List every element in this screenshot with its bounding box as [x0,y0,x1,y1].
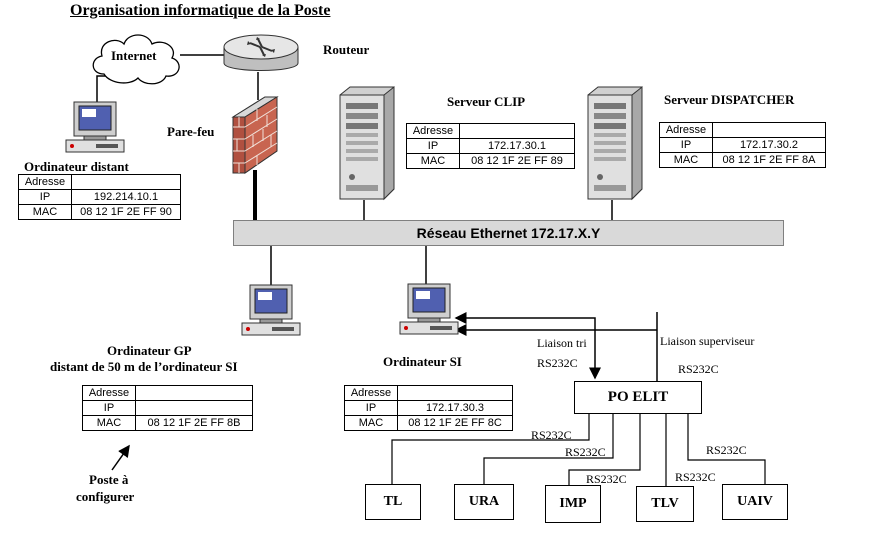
mac-value: 08 12 1F 2E FF 8A [712,152,826,168]
address-header: Adresse [18,174,72,190]
ip-key: IP [18,189,72,205]
rs232c-label: RS232C [675,470,716,484]
mac-key: MAC [18,204,72,220]
computer-icon [241,284,301,336]
ip-key: IP [406,138,460,154]
configure-note-2: configurer [76,489,135,504]
mac-key: MAC [406,153,460,169]
mac-value: 08 12 1F 2E FF 8B [135,415,253,431]
po-elit-box: PO ELIT [574,381,702,414]
mac-key: MAC [344,415,398,431]
si-pc-label: Ordinateur SI [383,354,462,369]
router-label: Routeur [323,42,370,57]
ip-key: IP [344,400,398,416]
ip-key: IP [659,137,713,153]
gp-pc-label: Ordinateur GP [107,343,192,358]
address-header: Adresse [406,123,460,139]
address-header: Adresse [82,385,136,401]
terminal-imp: IMP [545,485,601,523]
ip-value: 172.17.30.3 [397,400,513,416]
server-icon [587,85,643,201]
network-label: Réseau Ethernet 172.17.X.Y [416,225,601,241]
gp-pc-sublabel: distant de 50 m de l’ordinateur SI [50,359,238,374]
link-superviseur-label: Liaison superviseur [660,334,755,348]
computer-icon [399,283,459,335]
internet-label: Internet [111,48,157,63]
ip-value: 172.17.30.2 [712,137,826,153]
link-tri-label: Liaison tri [537,336,587,350]
terminal-tlv: TLV [636,486,694,522]
mac-value: 08 12 1F 2E FF 90 [71,204,181,220]
address-header: Adresse [344,385,398,401]
rs232c-label: RS232C [531,428,572,442]
ip-key: IP [82,400,136,416]
page-title: Organisation informatique de la Poste [70,2,331,19]
firewall-label: Pare-feu [167,124,215,139]
terminal-uaiv: UAIV [722,484,788,520]
rs232c-label: RS232C [678,362,719,376]
rs232c-label: RS232C [537,356,578,370]
mac-value: 08 12 1F 2E FF 89 [459,153,575,169]
mac-key: MAC [82,415,136,431]
cloud-icon [92,34,180,85]
rs232c-label: RS232C [565,445,606,459]
mac-value: 08 12 1F 2E FF 8C [397,415,513,431]
ethernet-network-bar: Réseau Ethernet 172.17.X.Y [233,220,784,246]
ip-value [135,400,253,416]
dispatcher-server-label: Serveur DISPATCHER [664,92,795,107]
ip-value: 192.214.10.1 [71,189,181,205]
ip-value: 172.17.30.1 [459,138,575,154]
rs232c-label: RS232C [586,472,627,486]
firewall-icon [231,96,279,174]
server-icon [339,85,395,201]
terminal-ura: URA [454,484,514,520]
router-icon [223,34,299,71]
computer-icon [65,101,125,153]
terminal-tl: TL [365,484,421,520]
address-header: Adresse [659,122,713,138]
remote-pc-label: Ordinateur distant [24,159,129,174]
rs232c-label: RS232C [706,443,747,457]
clip-server-label: Serveur CLIP [447,94,526,109]
mac-key: MAC [659,152,713,168]
configure-note: Poste à [89,472,129,487]
